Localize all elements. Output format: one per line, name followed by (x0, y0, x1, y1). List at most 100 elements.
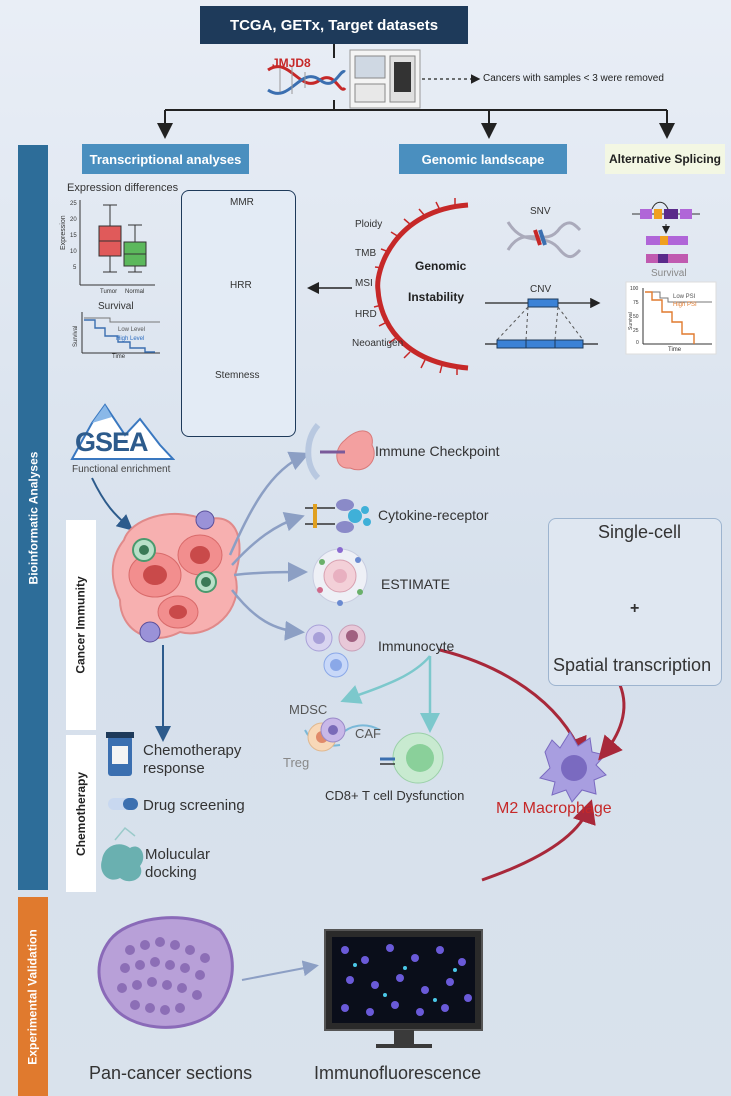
psi-ytick: 25 (633, 328, 639, 334)
chemo-response-line2: response (143, 760, 205, 777)
expression-ytick: 15 (70, 233, 77, 239)
psi-survival-curve (625, 281, 717, 355)
gsea-logo (70, 395, 176, 463)
genomic-item-tmb: TMB (355, 248, 377, 259)
genomic-item-ploidy: Ploidy (355, 219, 383, 230)
protein-docking-icon (101, 826, 144, 882)
gene-label: JMJD8 (272, 56, 311, 70)
stemness-label: Stemness (215, 370, 260, 381)
expression-ytick: 20 (70, 217, 77, 223)
immunocyte-label: Immunocyte (378, 638, 455, 654)
tumor-cluster (111, 510, 241, 643)
genomic-instability-line1: Genomic (415, 259, 467, 273)
mdsc-label: MDSC (289, 702, 328, 717)
immune-checkpoint-icon (305, 423, 375, 481)
docking-line1: Molucular (145, 846, 211, 863)
single-cell-title: Single-cell (598, 522, 682, 542)
genomic-arc (373, 198, 469, 375)
immune-checkpoint-label: Immune Checkpoint (375, 443, 500, 459)
sequencer-icon (349, 49, 421, 109)
estimate-icon (312, 547, 368, 606)
psi-ytick: 100 (630, 286, 639, 292)
cnv-diagram (485, 297, 601, 349)
bioinformatic-sidebar: Bioinformatic Analyses (18, 145, 48, 890)
snv-label: SNV (530, 206, 551, 217)
pill-bottle-icon (106, 732, 134, 776)
pan-cancer-sections-label: Pan-cancer sections (89, 1063, 253, 1083)
chemotherapy-tab: Chemotherapy (66, 735, 96, 892)
immunofluorescence-label: Immunofluorescence (314, 1063, 482, 1083)
plus-sign: + (630, 600, 640, 617)
genomic-item-hrd: HRD (355, 309, 377, 320)
cytokine-receptor-icon (305, 499, 371, 533)
mmr-label: MMR (230, 197, 254, 208)
survival-curve (81, 312, 160, 354)
spatial-transcription-label: Spatial transcription (553, 655, 712, 675)
expression-title: Expression differences (67, 182, 179, 194)
psi-survival-title: Survival (651, 268, 687, 279)
expression-group-tumor: Tumor (100, 289, 118, 295)
gsea-caption: Functional enrichment (72, 464, 171, 475)
estimate-label: ESTIMATE (381, 576, 450, 592)
treg-label: Treg (283, 755, 310, 770)
mdsc-treg-caf-icon (304, 717, 381, 752)
transcriptional-header: Transcriptional analyses (82, 144, 249, 174)
single-cell-panel (548, 518, 722, 686)
cd8-cell-icon (380, 732, 444, 784)
dna-helix-icon (267, 65, 347, 95)
psi-high-label: High PSI (673, 302, 697, 308)
splicing-header: Alternative Splicing (605, 144, 725, 174)
genomic-item-msi: MSI (355, 278, 373, 289)
filter-note: Cancers with samples < 3 were removed (483, 73, 664, 84)
docking-line2: docking (145, 864, 197, 881)
survival-title: Survival (98, 301, 134, 312)
psi-xlabel: Time (668, 347, 682, 353)
bioinformatic-label: Bioinformatic Analyses (26, 451, 40, 584)
gsea-mountain-icon (70, 403, 176, 460)
repair-panel (181, 190, 296, 437)
drug-screening-label: Drug screening (143, 797, 245, 814)
expression-boxplot (79, 200, 155, 286)
psi-ylabel: Survival (628, 312, 634, 330)
expression-ytick: 10 (70, 249, 77, 255)
survival-xlabel: Time (112, 354, 126, 360)
genomic-instability-line2: Instability (408, 290, 465, 304)
psi-ytick: 50 (633, 314, 639, 320)
gsea-logo-text: GSEA (75, 427, 149, 457)
cancer-immunity-label: Cancer Immunity (74, 576, 89, 674)
splicing-diagram (632, 201, 700, 263)
expression-ylabel: Expression (60, 215, 67, 250)
genomic-header: Genomic landscape (399, 144, 567, 174)
psi-ytick: 0 (636, 340, 639, 346)
survival-high-label: High Level (116, 336, 145, 342)
immunocyte-icon (305, 624, 366, 678)
survival-low-label: Low Level (118, 327, 146, 333)
psi-ytick: 75 (633, 300, 639, 306)
genomic-item-neoantigen: Neoantigen (352, 338, 404, 349)
chemo-response-line1: Chemotherapy (143, 742, 242, 759)
expression-ytick: 5 (73, 265, 77, 271)
experimental-sidebar: Experimental Validation (18, 897, 48, 1096)
m2-macrophage-label: M2 Macrophage (496, 800, 612, 817)
monitor-icon (324, 929, 483, 1048)
top-connector (157, 44, 675, 139)
datasets-header: TCGA, GETx, Target datasets (200, 6, 468, 44)
capsule-icon (108, 798, 138, 810)
chemotherapy-label: Chemotherapy (74, 771, 88, 856)
caf-label: CAF (355, 726, 381, 741)
cnv-label: CNV (530, 284, 552, 295)
hrr-label: HRR (230, 280, 252, 291)
m2-macrophage-icon (539, 731, 607, 803)
immunity-arrows (228, 451, 310, 641)
expression-ytick: 25 (70, 201, 77, 207)
tissue-section (97, 916, 234, 1029)
survival-ylabel: Survival (73, 325, 79, 347)
cytokine-receptor-label: Cytokine-receptor (378, 507, 489, 523)
cd8-dysfunction-label: CD8+ T cell Dysfunction (325, 788, 465, 803)
experimental-label: Experimental Validation (26, 928, 40, 1065)
psi-low-label: Low PSI (673, 294, 696, 300)
cancer-immunity-tab: Cancer Immunity (66, 520, 96, 730)
expression-group-normal: Normal (125, 289, 145, 295)
